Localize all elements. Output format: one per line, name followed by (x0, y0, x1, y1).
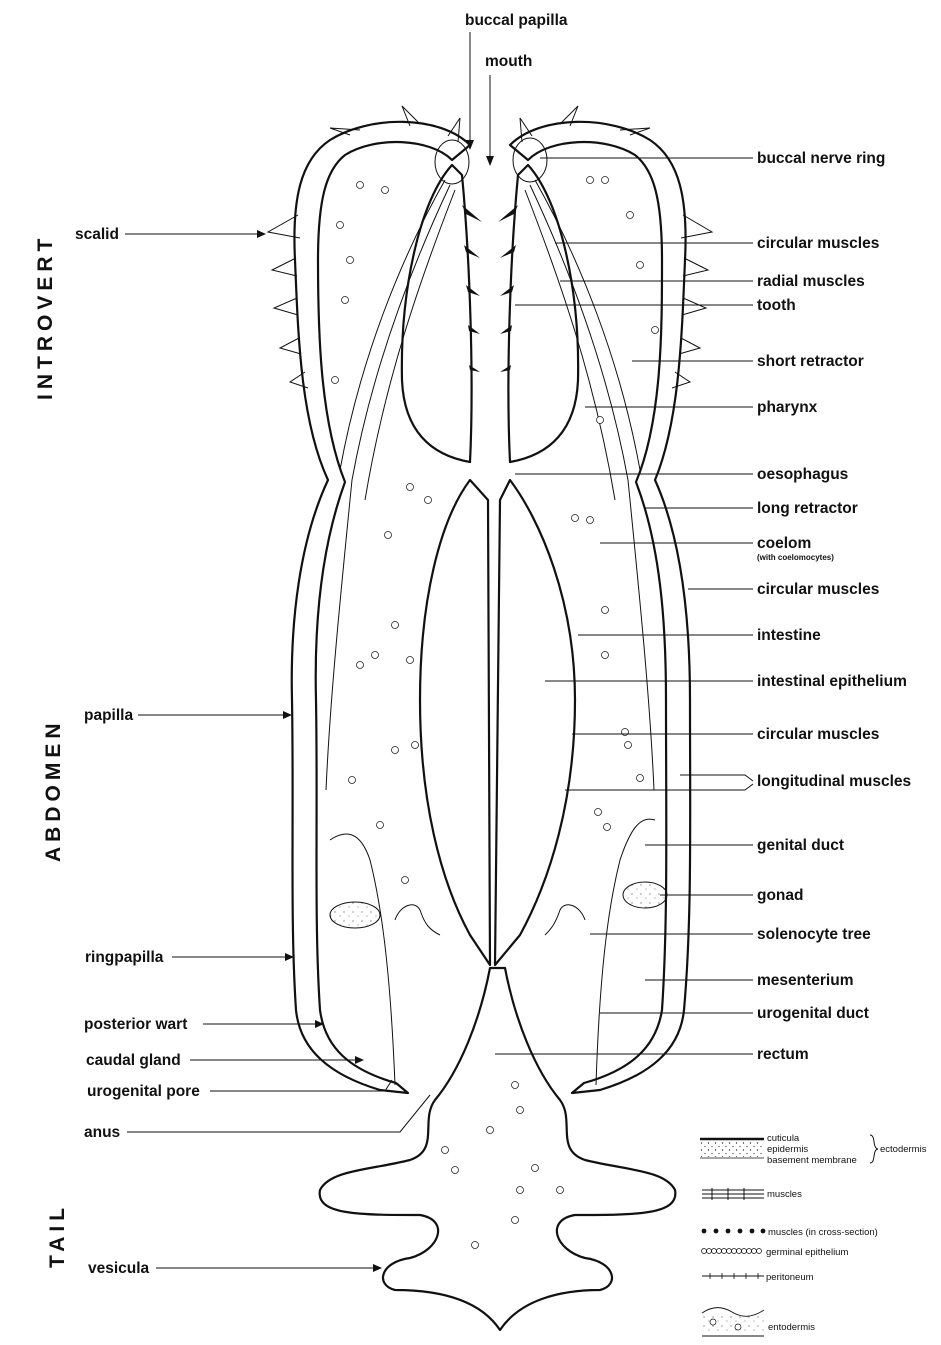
right-body-wall (510, 122, 690, 1093)
left-body-wall (292, 122, 470, 1093)
label-coelom: coelom (757, 535, 811, 552)
label-caudal-gland: caudal gland (86, 1052, 181, 1069)
section-label-tail: TAIL (46, 1203, 69, 1268)
legend-muscles: muscles (767, 1189, 802, 1200)
label-gonad: gonad (757, 887, 804, 904)
label-tooth: tooth (757, 297, 796, 314)
tail-outline (320, 968, 676, 1330)
retractor-muscles (326, 180, 654, 790)
label-circular-muscles-1: circular muscles (757, 235, 879, 252)
right-buccal-nerve-ring (513, 138, 547, 182)
label-pharynx: pharynx (757, 399, 818, 416)
legend-ectodermis-swatch (700, 1139, 764, 1158)
label-circular-muscles-2: circular muscles (757, 581, 879, 598)
label-radial-muscles: radial muscles (757, 273, 865, 290)
label-papilla: papilla (84, 707, 133, 724)
label-intestine: intestine (757, 627, 821, 644)
label-anus: anus (84, 1124, 120, 1141)
legend-brace (870, 1135, 878, 1163)
label-genital-duct: genital duct (757, 837, 844, 854)
arrowhead-mouth (486, 156, 494, 166)
label-long-retractor: long retractor (757, 500, 858, 517)
right-intestine (495, 480, 575, 965)
legend-germinal-epithelium-swatch (702, 1249, 762, 1254)
label-oesophagus: oesophagus (757, 466, 848, 483)
label-circular-muscles-3: circular muscles (757, 726, 879, 743)
body-drawing (268, 106, 712, 1330)
right-labels: buccal nerve ring circular muscles radia… (495, 150, 911, 1063)
label-intestinal-epithelium: intestinal epithelium (757, 673, 907, 690)
left-labels: scalid papilla ringpapilla posterior war… (75, 226, 430, 1277)
label-scalid: scalid (75, 226, 119, 243)
label-buccal-nerve-ring: buccal nerve ring (757, 150, 885, 167)
legend-muscles-cross: muscles (in cross-section) (768, 1227, 878, 1238)
label-short-retractor: short retractor (757, 353, 864, 370)
legend-peritoneum: peritoneum (766, 1272, 814, 1283)
label-longitudinal-muscles: longitudinal muscles (757, 773, 911, 790)
label-solenocyte-tree: solenocyte tree (757, 926, 871, 943)
legend-entodermis: entodermis (768, 1322, 815, 1333)
label-urogenital-duct: urogenital duct (757, 1005, 869, 1022)
right-pharynx (508, 165, 578, 462)
label-ringpapilla: ringpapilla (85, 949, 164, 966)
left-intestine (420, 480, 490, 965)
legend-germinal-epithelium: germinal epithelium (766, 1247, 848, 1258)
label-mouth: mouth (485, 53, 532, 70)
label-urogenital-pore: urogenital pore (87, 1083, 200, 1100)
label-rectum: rectum (757, 1046, 809, 1063)
legend-basement-membrane: basement membrane (767, 1155, 857, 1166)
legend-muscles-cross-swatch (702, 1229, 766, 1234)
left-gonad-system (330, 834, 440, 1085)
label-mesenterium: mesenterium (757, 972, 853, 989)
legend-peritoneum-swatch (702, 1273, 764, 1279)
legend: cuticula epidermis basement membrane ect… (700, 1133, 927, 1336)
left-buccal-nerve-ring (435, 140, 469, 184)
label-buccal-papilla: buccal papilla (465, 12, 568, 29)
legend-cuticula: cuticula (767, 1133, 800, 1144)
label-coelom-note: (with coelomocytes) (757, 553, 834, 562)
legend-muscles-swatch (702, 1188, 764, 1200)
legend-ectodermis: ectodermis (880, 1144, 927, 1155)
section-label-introvert: INTROVERT (34, 234, 57, 400)
label-posterior-wart: posterior wart (84, 1016, 187, 1033)
label-vesicula: vesicula (88, 1260, 150, 1277)
left-pharynx (402, 165, 472, 462)
section-label-abdomen: ABDOMEN (42, 719, 65, 863)
legend-entodermis-swatch (702, 1308, 764, 1336)
legend-epidermis: epidermis (767, 1144, 808, 1155)
